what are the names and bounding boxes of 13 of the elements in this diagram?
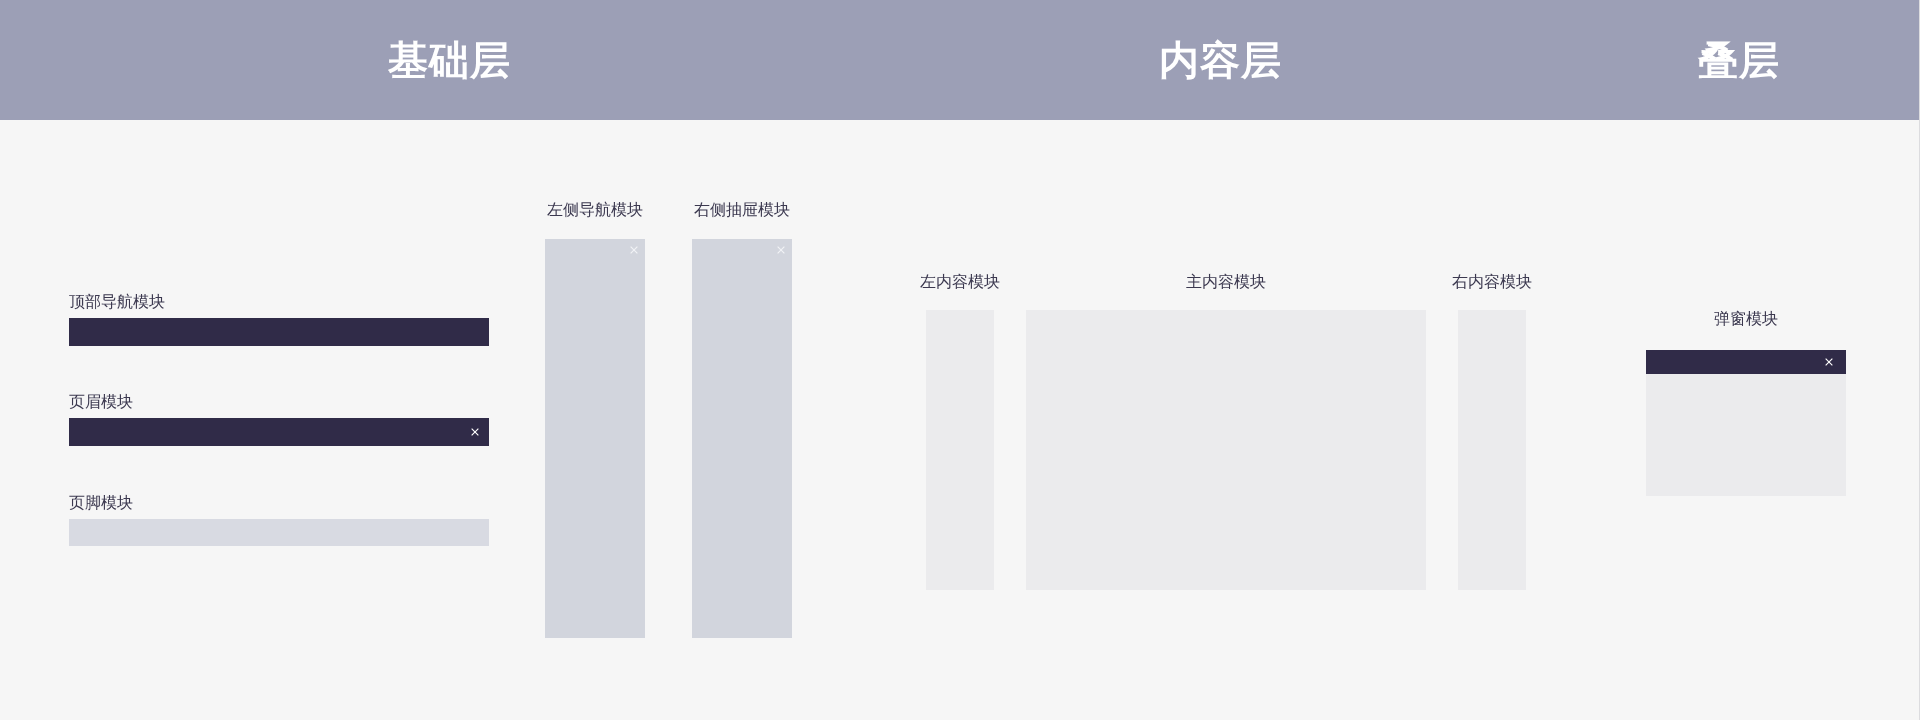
layer-header: 叠层: [1580, 0, 1919, 120]
module-label: 左侧导航模块: [547, 200, 643, 220]
module-label: 右侧抽屉模块: [694, 200, 790, 220]
layer-header: 基础层: [0, 0, 861, 120]
module-label: 左内容模块: [920, 272, 1000, 292]
layer-header: 内容层: [861, 0, 1580, 120]
module-label: 右内容模块: [1452, 272, 1532, 292]
module-label: 顶部导航模块: [69, 292, 165, 312]
module-label: 弹窗模块: [1714, 309, 1778, 329]
module-label: 页脚模块: [69, 493, 133, 513]
module-label: 主内容模块: [1186, 272, 1266, 292]
module-label: 页眉模块: [69, 392, 133, 412]
layer-panel: [1580, 0, 1920, 720]
